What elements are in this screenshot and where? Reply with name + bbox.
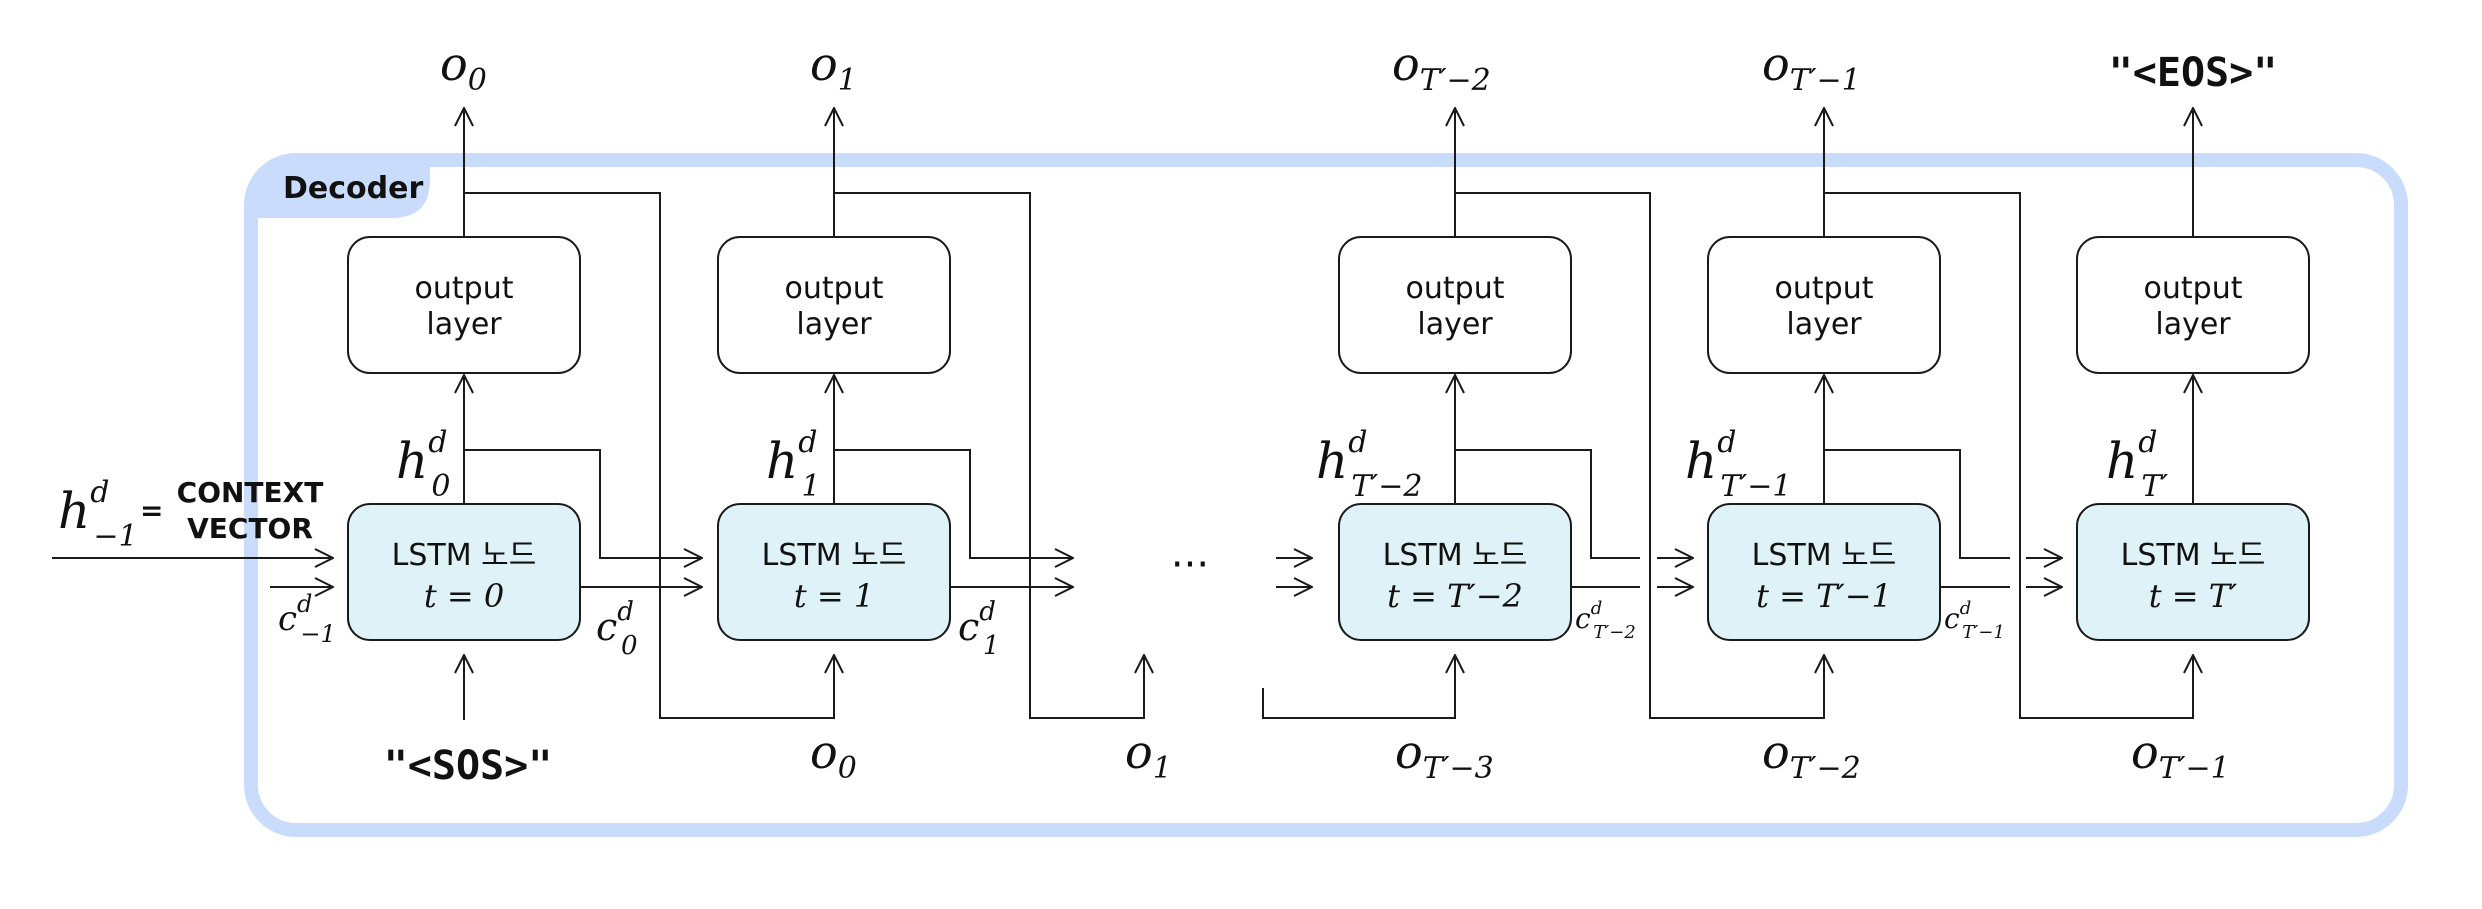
output-feedback-route (834, 192, 1144, 719)
output-label-top-0: o0 (440, 37, 487, 98)
input-label-bottom-2: oT′−3 (1395, 725, 1494, 786)
lstm-node-2: LSTM 노드 t = T′−2 (1338, 503, 1572, 641)
svg-text:output: output (2144, 271, 2243, 306)
output-label-top-1: o1 (810, 37, 857, 98)
output-layer-1: output layer (717, 236, 951, 374)
output-feedback-route (464, 192, 834, 719)
svg-text:output: output (1406, 271, 1505, 306)
hidden-state-route (834, 449, 1060, 559)
svg-text:LSTM 노드: LSTM 노드 (2121, 538, 2266, 573)
svg-text:output: output (1775, 271, 1874, 306)
context-vector-line1: CONTEXT (177, 476, 324, 509)
input-label-bottom-1: o1 (1125, 725, 1172, 786)
time-step-label: t = T′−1 (1756, 577, 1892, 615)
decoder-frame (244, 153, 2408, 837)
lstm-node-1: LSTM 노드 t = 1 (717, 503, 951, 641)
time-step-label: t = T′−2 (1387, 577, 1523, 615)
ellipsis: ··· (1171, 542, 1209, 588)
lstm-node-4: LSTM 노드 t = T′ (2076, 503, 2310, 641)
output-feedback-route (1455, 192, 1824, 719)
output-label-top-2: oT′−2 (1392, 37, 1491, 98)
context-hidden-label: hd−1 (58, 475, 138, 554)
output-feedback-route (1824, 192, 2193, 719)
decoder-label: Decoder (283, 171, 423, 206)
svg-text:layer: layer (796, 307, 872, 342)
output-layer-4: output layer (2076, 236, 2310, 374)
svg-text:layer: layer (426, 307, 502, 342)
hidden-state-route (1824, 449, 2010, 559)
sos-token: "<SOS>" (384, 743, 553, 789)
time-step-label: t = 1 (794, 577, 874, 615)
output-label-top-3: oT′−1 (1762, 37, 1861, 98)
output-layer-0: output layer (347, 236, 581, 374)
svg-text:LSTM 노드: LSTM 노드 (392, 538, 537, 573)
time-step-label: t = 0 (424, 577, 504, 615)
output-feedback-route (1262, 655, 1455, 719)
input-label-bottom-4: oT′−1 (2131, 725, 2230, 786)
context-equals: = (140, 494, 163, 527)
output-layer-3: output layer (1707, 236, 1941, 374)
svg-text:output: output (785, 271, 884, 306)
output-layer-2: output layer (1338, 236, 1572, 374)
svg-text:layer: layer (1786, 307, 1862, 342)
svg-text:LSTM 노드: LSTM 노드 (762, 538, 907, 573)
lstm-node-0: LSTM 노드 t = 0 (347, 503, 581, 641)
input-label-bottom-0: o0 (810, 725, 857, 786)
svg-text:layer: layer (1417, 307, 1493, 342)
hidden-state-route (1455, 449, 1640, 559)
eos-token: "<EOS>" (2109, 50, 2278, 96)
lstm-node-3: LSTM 노드 t = T′−1 (1707, 503, 1941, 641)
svg-text:LSTM 노드: LSTM 노드 (1383, 538, 1528, 573)
svg-text:output: output (415, 271, 514, 306)
hidden-state-route (464, 449, 698, 559)
input-label-bottom-3: oT′−2 (1762, 725, 1861, 786)
svg-text:LSTM 노드: LSTM 노드 (1752, 538, 1897, 573)
initial-cell-label: cd−1 (278, 590, 336, 648)
decoder-tab (251, 160, 430, 218)
time-step-label: t = T′ (2149, 577, 2238, 615)
context-vector-line2: VECTOR (187, 512, 313, 545)
svg-text:layer: layer (2155, 307, 2231, 342)
